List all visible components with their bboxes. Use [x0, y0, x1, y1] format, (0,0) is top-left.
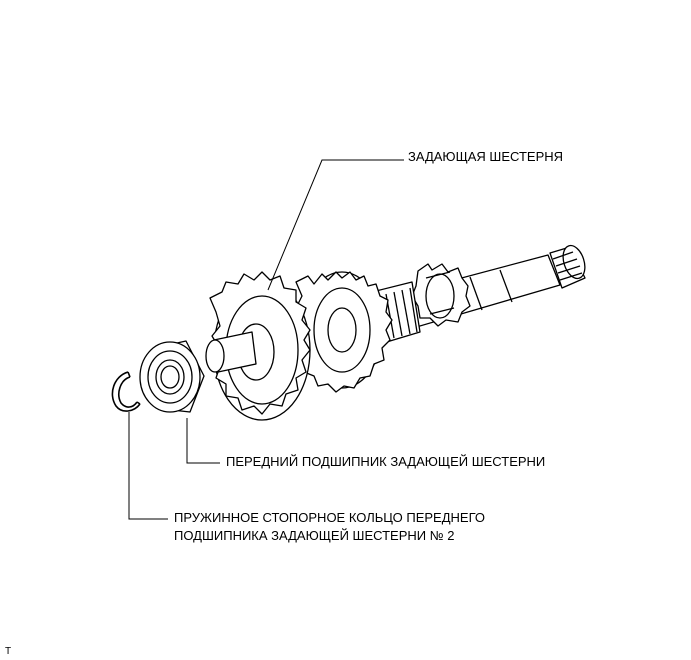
- snap-ring-leader: [128, 412, 168, 520]
- snap-ring-label-line2: ПОДШИПНИКА ЗАДАЮЩЕЙ ШЕСТЕРНИ № 2: [174, 528, 455, 543]
- snap-ring-label: ПРУЖИННОЕ СТОПОРНОЕ КОЛЬЦО ПЕРЕДНЕГО ПОД…: [174, 509, 485, 545]
- counter-gear: [293, 271, 393, 393]
- front-bearing-label: ПЕРЕДНИЙ ПОДШИПНИК ЗАДАЮЩЕЙ ШЕСТЕРНИ: [226, 454, 546, 469]
- snap-ring-label-line1: ПРУЖИННОЕ СТОПОРНОЕ КОЛЬЦО ПЕРЕДНЕГО: [174, 510, 485, 525]
- drive-gear-label: ЗАДАЮЩАЯ ШЕСТЕРНЯ: [408, 149, 564, 164]
- figure-code: T: [5, 646, 12, 657]
- shaft-spline-end: [549, 244, 586, 289]
- drive-gear-stub: [205, 331, 257, 373]
- drive-gear-leader: [267, 159, 404, 291]
- front-bearing-leader: [186, 418, 220, 464]
- small-gear: [411, 263, 471, 327]
- snap-ring: [111, 371, 141, 412]
- front-bearing: [139, 340, 205, 413]
